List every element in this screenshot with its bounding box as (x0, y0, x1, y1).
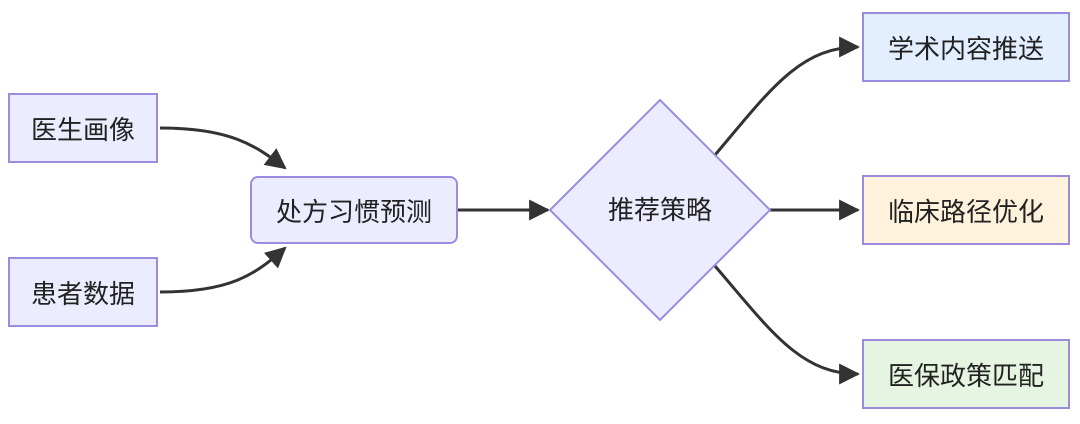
node-academic-push: 学术内容推送 (862, 12, 1070, 82)
node-prescription-prediction: 处方习惯预测 (250, 176, 458, 244)
node-patient-data-label: 患者数据 (30, 279, 135, 310)
node-prescription-prediction-label: 处方习惯预测 (275, 197, 432, 228)
edge-patient-to-prediction (159, 246, 287, 294)
node-patient-data: 患者数据 (8, 257, 158, 327)
edge-strategy-to-academic (713, 36, 861, 156)
node-academic-push-label: 学术内容推送 (887, 34, 1044, 65)
node-doctor-profile-label: 医生画像 (30, 115, 135, 146)
node-clinical-path: 临床路径优化 (862, 175, 1070, 245)
edge-strategy-to-insurance (713, 265, 861, 385)
edge-doctor-to-prediction (159, 126, 287, 170)
node-doctor-profile: 医生画像 (8, 93, 158, 163)
node-clinical-path-label: 临床路径优化 (887, 197, 1044, 228)
decision-diamond-shape (548, 98, 772, 322)
node-insurance-match-label: 医保政策匹配 (887, 361, 1044, 392)
node-insurance-match: 医保政策匹配 (862, 339, 1070, 409)
node-strategy: 推荐策略 (608, 196, 712, 226)
